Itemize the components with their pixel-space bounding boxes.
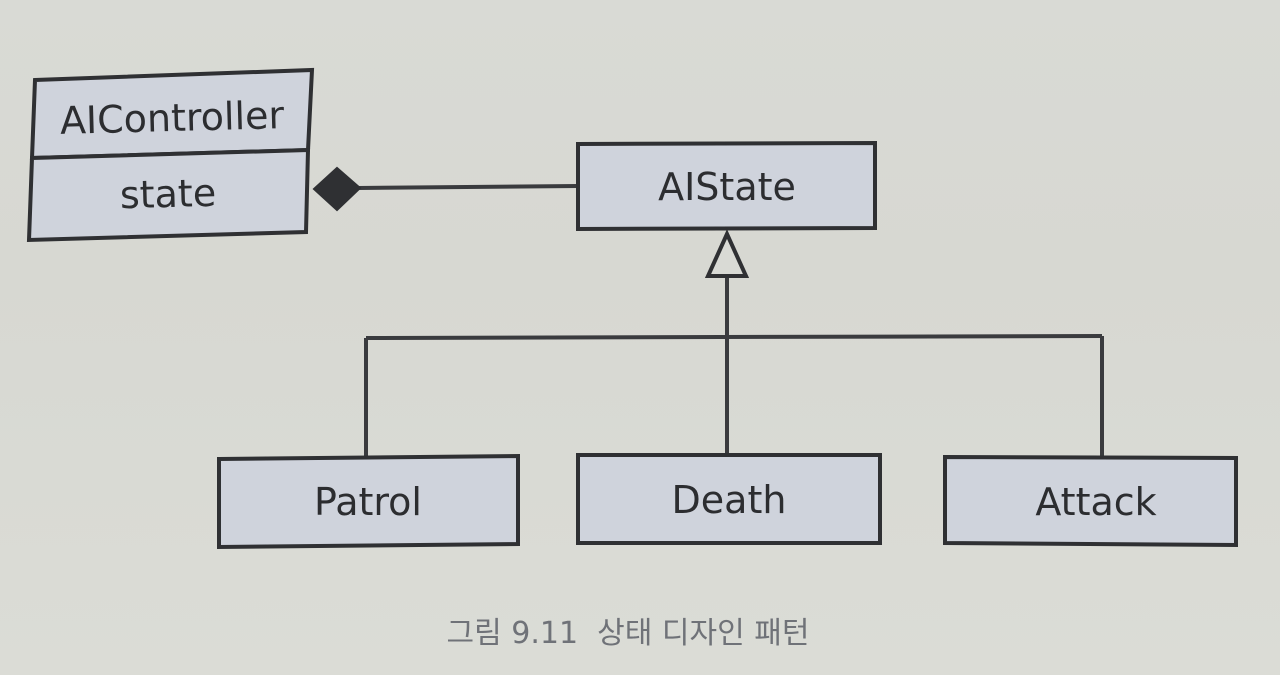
class-box-aistate: AIState [576, 140, 877, 232]
class-box-aicontroller: AIController state [26, 67, 315, 243]
aistate-class-name: AIState [658, 165, 796, 209]
class-box-death: Death [576, 453, 882, 545]
class-box-attack: Attack [943, 454, 1238, 548]
composition-connector [312, 166, 579, 212]
death-rect [576, 453, 882, 545]
figure-caption: 그림 9.11 상태 디자인 패턴 [447, 616, 810, 651]
attack-rect [943, 454, 1238, 548]
generalization-connector [364, 229, 1104, 458]
generalization-arrowhead-icon [704, 229, 750, 278]
patrol-rect [217, 453, 520, 550]
death-class-name: Death [672, 478, 787, 522]
patrol-class-name: Patrol [314, 480, 422, 524]
aistate-rect [576, 140, 877, 232]
composition-diamond-icon [312, 166, 362, 212]
aicontroller-class-name: AIController [59, 93, 285, 143]
composition-line [357, 184, 579, 190]
class-box-patrol: Patrol [217, 453, 520, 550]
attack-class-name: Attack [1035, 480, 1156, 524]
aicontroller-attribute-compartment [26, 147, 311, 243]
generalization-bus-line [365, 334, 1103, 340]
aicontroller-state-attribute: state [119, 171, 216, 218]
